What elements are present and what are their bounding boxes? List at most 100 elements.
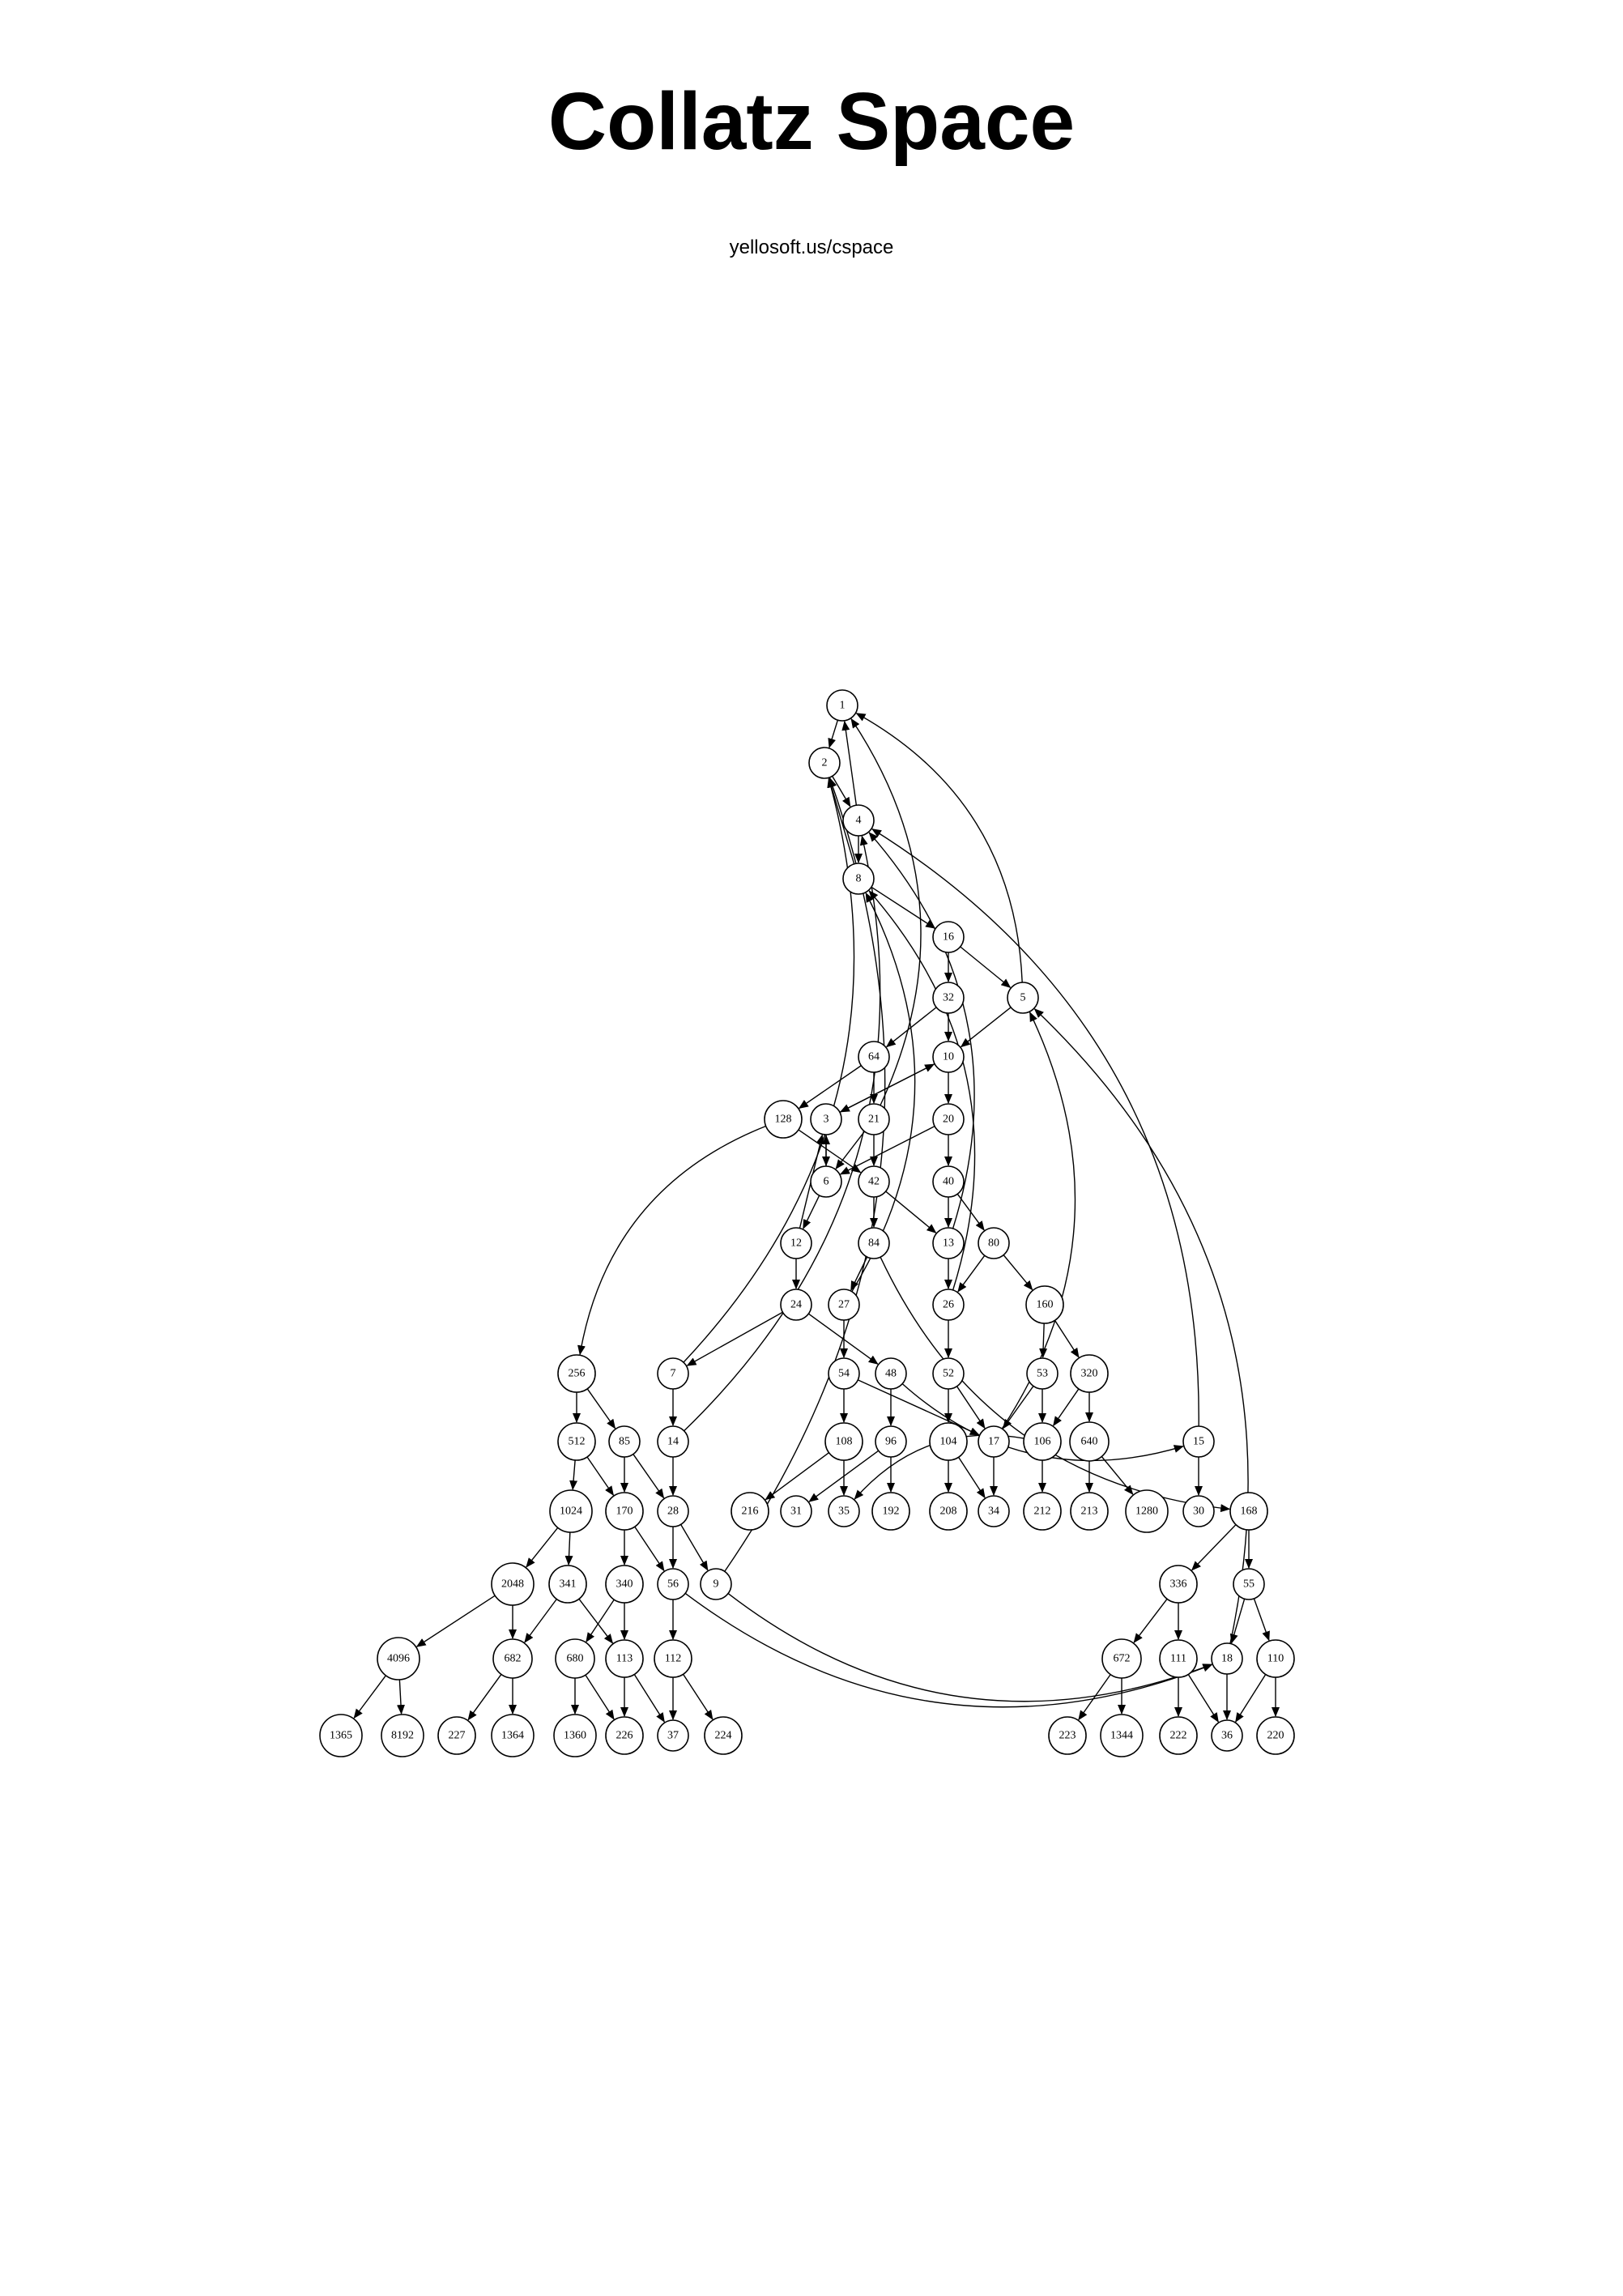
node-circle — [605, 1716, 644, 1755]
node-circle — [858, 1103, 890, 1135]
edge-20-to-6 — [839, 1126, 935, 1175]
node-circle — [932, 1289, 965, 1321]
edge-256-to-85 — [586, 1388, 616, 1429]
node-18: 18 — [1211, 1642, 1243, 1675]
node-label: 168 — [1241, 1506, 1258, 1518]
node-8192: 8192 — [381, 1714, 424, 1757]
edge-5-to-10 — [960, 1007, 1012, 1048]
edge-1-to-2 — [828, 719, 839, 748]
node-circle — [557, 1422, 596, 1461]
node-label: 512 — [569, 1436, 586, 1448]
node-label: 336 — [1170, 1578, 1187, 1591]
edge-168-to-336 — [1191, 1524, 1237, 1571]
node-circle — [858, 1227, 890, 1259]
node-circle — [1159, 1716, 1198, 1755]
node-circle — [1256, 1639, 1295, 1678]
node-170: 170 — [605, 1492, 644, 1531]
node-circle — [1025, 1285, 1064, 1324]
node-circle — [828, 1357, 860, 1390]
node-53: 53 — [1026, 1357, 1059, 1390]
node-label: 7 — [671, 1368, 676, 1380]
node-16: 16 — [932, 921, 965, 953]
edge-18-to-5 — [1033, 1008, 1249, 1644]
node-label: 80 — [988, 1237, 999, 1250]
edge-2048-to-4096 — [415, 1595, 496, 1647]
edge-13-to-4 — [868, 832, 975, 1229]
edge-5-to-1 — [855, 713, 1023, 983]
node-4: 4 — [842, 804, 875, 837]
node-672: 672 — [1101, 1638, 1142, 1679]
node-label: 4096 — [387, 1653, 410, 1665]
node-label: 106 — [1034, 1436, 1051, 1448]
node-circle — [1026, 1357, 1059, 1390]
node-9: 9 — [700, 1568, 732, 1600]
edge-341-to-682 — [524, 1599, 557, 1643]
node-label: 17 — [988, 1436, 999, 1448]
node-110: 110 — [1256, 1639, 1295, 1678]
node-label: 104 — [940, 1436, 957, 1448]
node-circle — [555, 1638, 595, 1679]
node-label: 64 — [868, 1051, 880, 1063]
edge-53-to-17 — [1003, 1386, 1034, 1429]
node-circle — [932, 982, 965, 1014]
edge-55-to-110 — [1253, 1598, 1270, 1642]
node-circle — [780, 1495, 812, 1527]
node-label: 56 — [667, 1578, 679, 1591]
edge-85-to-28 — [633, 1454, 665, 1499]
node-circle — [548, 1565, 587, 1604]
edge-160-to-53 — [1039, 1323, 1048, 1359]
node-circle — [1007, 982, 1039, 1014]
edge-80-to-160 — [1003, 1254, 1033, 1291]
node-circle — [1048, 1716, 1087, 1755]
node-3: 3 — [810, 1103, 842, 1135]
node-680: 680 — [555, 1638, 595, 1679]
node-circle — [978, 1425, 1010, 1458]
edge-336-to-672 — [1133, 1598, 1168, 1643]
node-circle — [319, 1714, 363, 1757]
node-label: 160 — [1037, 1299, 1054, 1311]
edge-15-to-4 — [871, 829, 1199, 1427]
node-108: 108 — [824, 1422, 863, 1461]
node-28: 28 — [657, 1495, 689, 1527]
node-label: 36 — [1221, 1730, 1233, 1742]
edge-128-to-42 — [798, 1129, 862, 1174]
node-35: 35 — [828, 1495, 860, 1527]
node-216: 216 — [731, 1492, 769, 1531]
node-circle — [657, 1425, 689, 1458]
edge-672-to-223 — [1078, 1674, 1111, 1721]
node-circle — [1182, 1495, 1215, 1527]
edge-1024-to-2048 — [526, 1527, 559, 1568]
node-label: 2 — [822, 757, 828, 769]
node-label: 5 — [1020, 992, 1026, 1004]
node-circle — [381, 1714, 424, 1757]
node-circle — [549, 1489, 593, 1533]
node-8: 8 — [842, 863, 875, 895]
node-label: 112 — [665, 1653, 681, 1665]
edge-64-to-128 — [798, 1065, 862, 1109]
node-circle — [605, 1492, 644, 1531]
edge-42-to-13 — [885, 1191, 937, 1233]
node-circle — [700, 1568, 732, 1600]
edge-55-to-18 — [1229, 1599, 1246, 1644]
node-label: 2048 — [501, 1578, 524, 1591]
edge-3-to-10 — [839, 1063, 935, 1113]
node-circle — [858, 1041, 890, 1073]
node-128: 128 — [764, 1100, 803, 1139]
node-6: 6 — [810, 1165, 842, 1198]
node-label: 1364 — [501, 1730, 524, 1742]
node-label: 320 — [1081, 1368, 1098, 1380]
node-circle — [1069, 1421, 1110, 1462]
node-512: 512 — [557, 1422, 596, 1461]
node-5: 5 — [1007, 982, 1039, 1014]
node-36: 36 — [1211, 1719, 1243, 1752]
node-42: 42 — [858, 1165, 890, 1198]
node-label: 42 — [868, 1176, 880, 1188]
edge-340-to-680 — [586, 1599, 615, 1642]
node-circle — [1159, 1565, 1198, 1604]
node-label: 52 — [943, 1368, 954, 1380]
node-circle — [437, 1716, 476, 1755]
edge-128-to-256 — [577, 1125, 766, 1356]
page-subtitle: yellosoft.us/cspace — [729, 236, 894, 258]
node-circle — [780, 1227, 812, 1259]
node-label: 37 — [667, 1730, 679, 1742]
